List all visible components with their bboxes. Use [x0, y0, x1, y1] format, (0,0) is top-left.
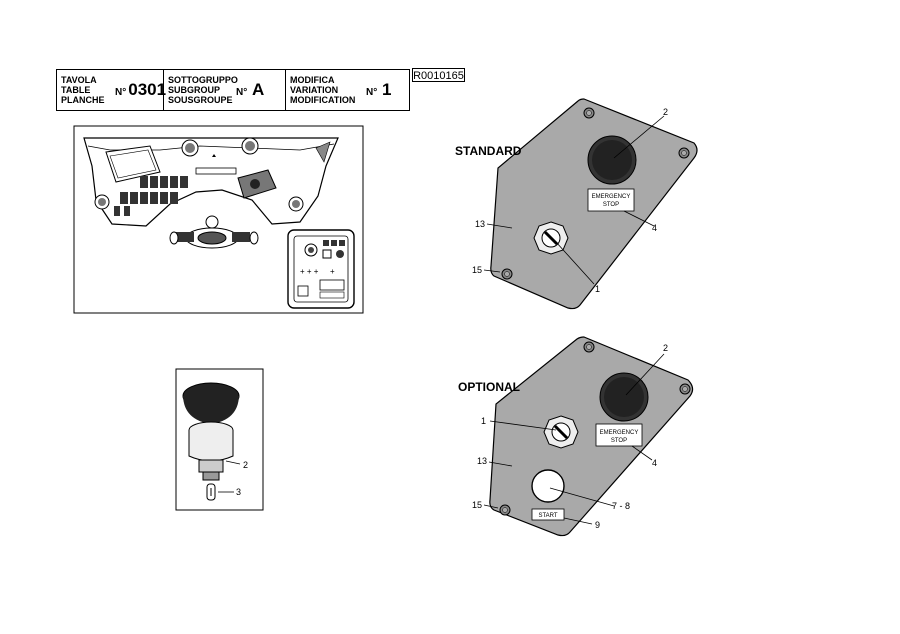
svg-text:+: + [330, 267, 335, 276]
sottogruppo-num-value: A [252, 80, 265, 99]
standard-callout-4: 4 [652, 223, 657, 233]
sottogruppo-label-it: SOTTOGRUPPO [168, 75, 238, 85]
standard-callout-13: 13 [475, 219, 485, 229]
tavola-cell: TAVOLA TABLE PLANCHE N°0301 [57, 70, 166, 110]
svg-text:+ + +: + + + [300, 267, 319, 276]
standard-panel [483, 98, 698, 310]
detail-emergency-button [175, 368, 264, 511]
standard-emergency-label-1: EMERGENCY [592, 194, 631, 200]
optional-callout-1: 1 [481, 416, 486, 426]
standard-title: STANDARD [455, 144, 522, 158]
standard-callout-15: 15 [472, 265, 482, 275]
sottogruppo-label-en: SUBGROUP [168, 85, 221, 95]
tavola-label-en: TABLE [61, 85, 91, 95]
modifica-label-fr: MODIFICATION [290, 95, 356, 105]
reference-code: R0010165 [412, 68, 465, 82]
sottogruppo-cell: SOTTOGRUPPO SUBGROUP SOUSGROUPE N° A [164, 70, 286, 110]
switch-row [114, 176, 188, 216]
tavola-label-it: TAVOLA [61, 75, 97, 85]
optional-callout-9: 9 [595, 520, 600, 530]
detail-callout-2: 2 [243, 460, 248, 470]
optional-title: OPTIONAL [458, 380, 520, 394]
standard-callout-1: 1 [595, 284, 600, 294]
sottogruppo-number: N° A [236, 80, 264, 100]
title-block: TAVOLA TABLE PLANCHE N°0301 SOTTOGRUPPO … [56, 69, 410, 111]
optional-emergency-label-2: STOP [611, 438, 627, 444]
standard-callout-2: 2 [663, 107, 668, 117]
modifica-label-it: MODIFICA [290, 75, 335, 85]
tavola-num-value: 0301 [128, 80, 167, 99]
modifica-number: N° 1 [366, 80, 391, 100]
optional-callout-15: 15 [472, 500, 482, 510]
sottogruppo-num-prefix: N° [236, 87, 248, 98]
control-box-inset: + + + + [287, 229, 355, 309]
modifica-label-en: VARIATION [290, 85, 339, 95]
optional-callout-13: 13 [477, 456, 487, 466]
detail-callout-3: 3 [236, 487, 241, 497]
tavola-label-fr: PLANCHE [61, 95, 105, 105]
tavola-number: N°0301 [115, 80, 166, 100]
optional-callout-4: 4 [652, 458, 657, 468]
modifica-num-prefix: N° [366, 87, 378, 98]
optional-callout-7-8: 7 - 8 [612, 501, 630, 511]
modifica-cell: MODIFICA VARIATION MODIFICATION N° 1 [286, 70, 409, 110]
sottogruppo-label-fr: SOUSGROUPE [168, 95, 233, 105]
standard-emergency-label-2: STOP [603, 202, 619, 208]
optional-callout-2: 2 [663, 343, 668, 353]
optional-start-label: START [538, 513, 557, 519]
optional-panel [483, 336, 694, 537]
modifica-num-value: 1 [382, 80, 392, 99]
optional-emergency-label-1: EMERGENCY [600, 430, 639, 436]
dashboard-overview: + + + + [73, 125, 364, 314]
tavola-num-prefix: N° [115, 87, 127, 98]
joystick-assembly [169, 215, 259, 249]
